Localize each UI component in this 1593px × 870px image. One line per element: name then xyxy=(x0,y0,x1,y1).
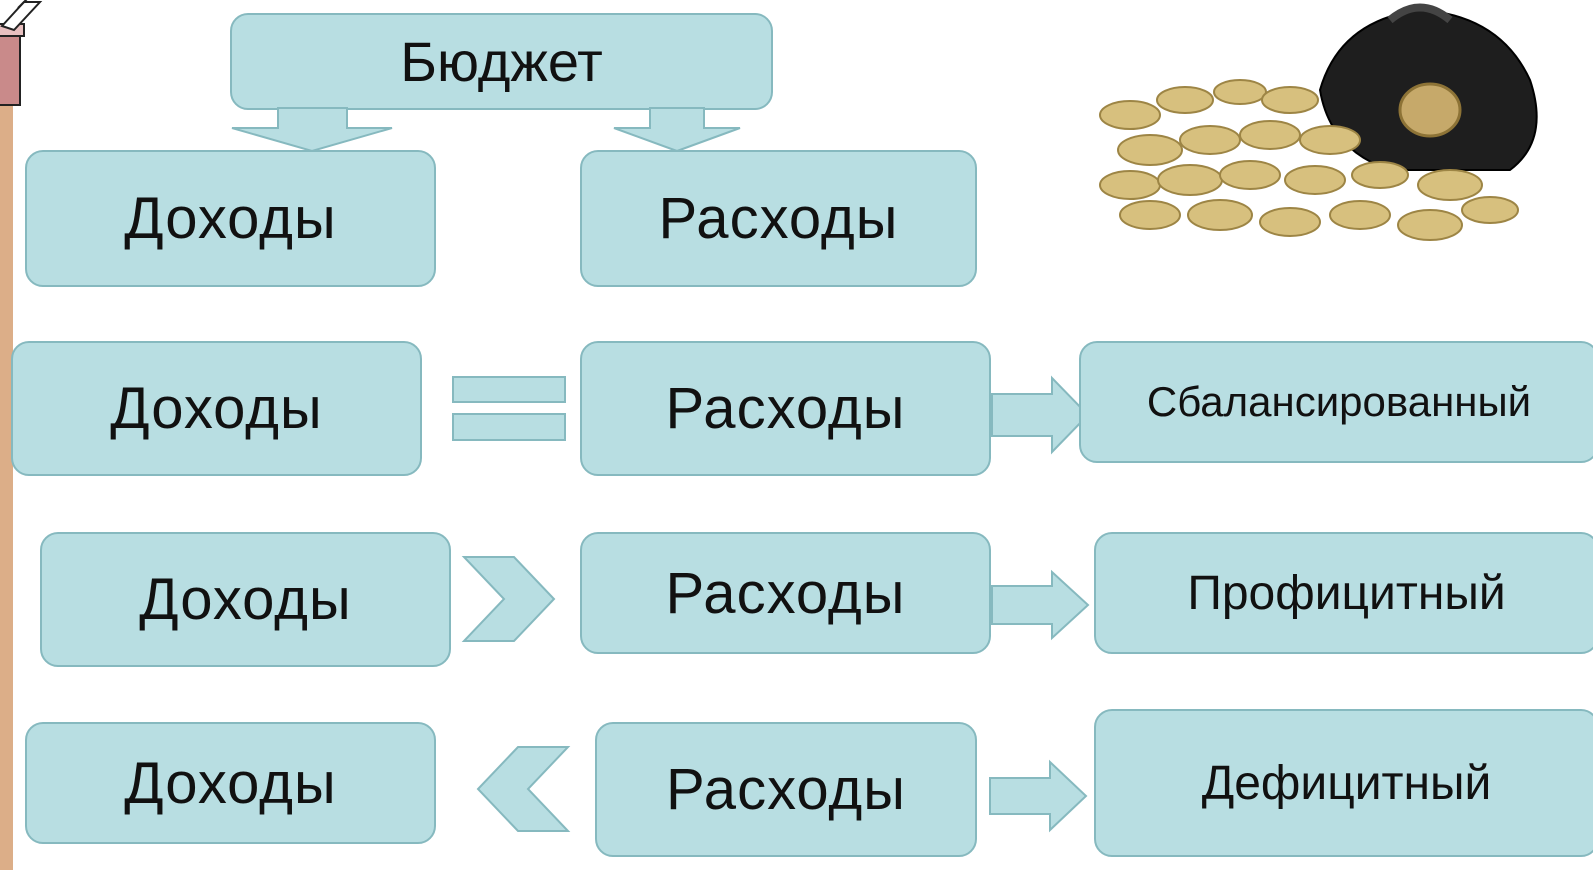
side-stripe xyxy=(0,60,13,870)
row2-income-label: Доходы xyxy=(139,567,352,632)
greater-than-sign-icon xyxy=(461,556,556,642)
expense-box: Расходы xyxy=(580,150,977,287)
row1-expense-label: Расходы xyxy=(665,376,906,441)
purse-with-coins-icon xyxy=(1099,3,1538,241)
row3-result-arrow-icon xyxy=(989,759,1088,833)
row2-result-arrow-icon xyxy=(991,569,1090,641)
row2-expense-label: Расходы xyxy=(665,560,906,626)
row1-income-box: Доходы xyxy=(11,341,422,476)
expense-label: Расходы xyxy=(658,186,899,251)
row3-expense-label: Расходы xyxy=(666,757,906,822)
down-arrow-left-icon xyxy=(231,107,393,153)
row3-income-label: Доходы xyxy=(124,750,337,816)
row1-expense-box: Расходы xyxy=(580,341,991,476)
budget-box: Бюджет xyxy=(230,13,773,110)
less-than-sign-icon xyxy=(476,746,571,832)
pencil-cup-icon xyxy=(0,0,43,106)
row3-income-box: Доходы xyxy=(25,722,436,844)
row2-expense-box: Расходы xyxy=(580,532,991,654)
balanced-result-box: Сбалансированный xyxy=(1079,341,1593,463)
budget-label: Бюджет xyxy=(400,30,603,93)
equals-sign-icon xyxy=(452,376,566,441)
row2-income-box: Доходы xyxy=(40,532,451,667)
deficit-result-box: Дефицитный xyxy=(1094,709,1593,857)
income-label: Доходы xyxy=(124,186,337,251)
row1-income-label: Доходы xyxy=(110,376,323,441)
balanced-result-label: Сбалансированный xyxy=(1146,378,1532,425)
row1-result-arrow-icon xyxy=(991,375,1090,455)
down-arrow-right-icon xyxy=(613,107,741,153)
surplus-result-box: Профицитный xyxy=(1094,532,1593,654)
surplus-result-label: Профицитный xyxy=(1187,566,1506,620)
income-box: Доходы xyxy=(25,150,436,287)
row3-expense-box: Расходы xyxy=(595,722,977,857)
deficit-result-label: Дефицитный xyxy=(1201,756,1492,810)
